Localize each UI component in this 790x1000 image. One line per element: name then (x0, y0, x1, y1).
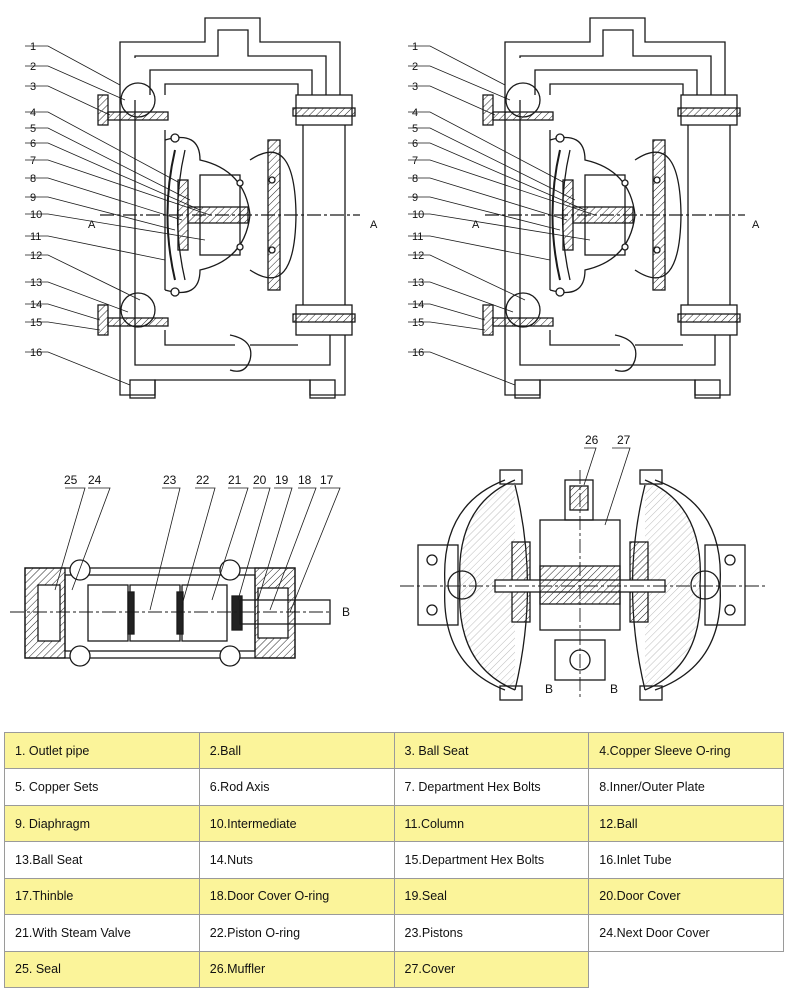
legend-cell: 17.Thinble (4, 877, 200, 916)
callout-9: 9 (30, 192, 36, 204)
callout-9-b: 9 (412, 192, 418, 204)
legend-cell: 25. Seal (4, 950, 200, 989)
callout-16-b: 16 (412, 347, 424, 359)
callout-8-b: 8 (412, 173, 418, 185)
section-mark-a-left: A (88, 219, 96, 231)
callout-6-b: 6 (412, 138, 418, 150)
view-mark-b-right: B (610, 682, 618, 696)
section-mark-a-left-b: A (472, 219, 480, 231)
callout-19: 19 (275, 473, 289, 487)
callout-13: 13 (30, 277, 42, 289)
legend-cell: 14.Nuts (198, 841, 395, 879)
legend-cell: 1. Outlet pipe (4, 731, 200, 770)
callout-1-b: 1 (412, 41, 418, 53)
callout-25: 25 (64, 473, 78, 487)
callout-7-b: 7 (412, 155, 418, 167)
section-a-a-view (400, 447, 765, 701)
callout-17: 17 (320, 473, 334, 487)
callout-24: 24 (88, 473, 102, 487)
legend-cell: 8.Inner/Outer Plate (588, 768, 784, 806)
legend-cell: 6.Rod Axis (198, 768, 395, 806)
callout-8: 8 (30, 173, 36, 185)
callout-12-b: 12 (412, 250, 424, 262)
callout-16: 16 (30, 347, 42, 359)
callout-18: 18 (298, 473, 312, 487)
callout-15-b: 15 (412, 317, 424, 329)
legend-cell: 19.Seal (393, 877, 590, 916)
callout-2-b: 2 (412, 61, 418, 73)
legend-cell: 20.Door Cover (588, 877, 784, 916)
callout-10-b: 10 (412, 209, 424, 221)
pump-section-view-left: 1 2 3 4 5 6 7 8 9 10 11 12 13 14 15 16 A… (25, 17, 378, 399)
section-mark-a-right-b: A (752, 219, 760, 231)
legend-cell: 10.Intermediate (198, 804, 395, 843)
legend-cell: 2.Ball (198, 731, 395, 770)
callout-1: 1 (30, 41, 36, 53)
pump-drawings: 1 2 3 4 5 6 7 8 9 10 11 12 13 14 15 16 A… (10, 17, 765, 701)
callout-27: 27 (617, 433, 631, 447)
callout-22: 22 (196, 473, 210, 487)
callout-13-b: 13 (412, 277, 424, 289)
legend-cell: 3. Ball Seat (393, 731, 590, 770)
view-mark-b: B (342, 605, 350, 619)
legend-cell: 18.Door Cover O-ring (198, 877, 395, 916)
section-mark-a-right: A (370, 219, 378, 231)
legend-cell: 11.Column (393, 804, 590, 843)
callout-7: 7 (30, 155, 36, 167)
legend-cell: 5. Copper Sets (4, 768, 200, 806)
callout-6: 6 (30, 138, 36, 150)
technical-drawing-canvas: 1 2 3 4 5 6 7 8 9 10 11 12 13 14 15 16 A… (10, 17, 765, 701)
callout-21: 21 (228, 473, 242, 487)
legend-cell: 22.Piston O-ring (198, 914, 395, 952)
legend-cell: 9. Diaphragm (4, 804, 200, 843)
legend-cell: 15.Department Hex Bolts (393, 841, 590, 879)
callout-5: 5 (30, 123, 36, 135)
callout-14-b: 14 (412, 299, 424, 311)
legend-cell: 12.Ball (588, 804, 784, 843)
callout-20: 20 (253, 473, 267, 487)
view-mark-b-left: B (545, 682, 553, 696)
callout-15: 15 (30, 317, 42, 329)
legend-cell: 21.With Steam Valve (4, 914, 200, 952)
legend-cell: 26.Muffler (198, 950, 395, 989)
callout-3: 3 (30, 81, 36, 93)
legend-cell: 13.Ball Seat (4, 841, 200, 879)
legend-cell: 23.Pistons (393, 914, 590, 952)
callout-4: 4 (30, 107, 36, 119)
callout-5-b: 5 (412, 123, 418, 135)
pump-section-view-right: 1 2 3 4 5 6 7 8 9 10 11 12 13 14 15 16 A… (408, 17, 760, 399)
callout-12: 12 (30, 250, 42, 262)
callout-11: 11 (30, 231, 41, 243)
callout-4-b: 4 (412, 107, 418, 119)
legend-cell: 7. Department Hex Bolts (393, 768, 590, 806)
callout-23: 23 (163, 473, 177, 487)
air-valve-assembly-view (10, 487, 341, 667)
callout-10: 10 (30, 209, 42, 221)
legend-cell: 24.Next Door Cover (588, 914, 784, 952)
legend-cell: 16.Inlet Tube (588, 841, 784, 879)
callout-14: 14 (30, 299, 42, 311)
callout-26: 26 (585, 433, 599, 447)
callout-3-b: 3 (412, 81, 418, 93)
legend-cell (588, 951, 784, 988)
legend-cell: 27.Cover (393, 950, 590, 989)
callout-11-b: 11 (412, 231, 423, 243)
callout-2: 2 (30, 61, 36, 73)
legend-cell: 4.Copper Sleeve O-ring (588, 731, 784, 770)
